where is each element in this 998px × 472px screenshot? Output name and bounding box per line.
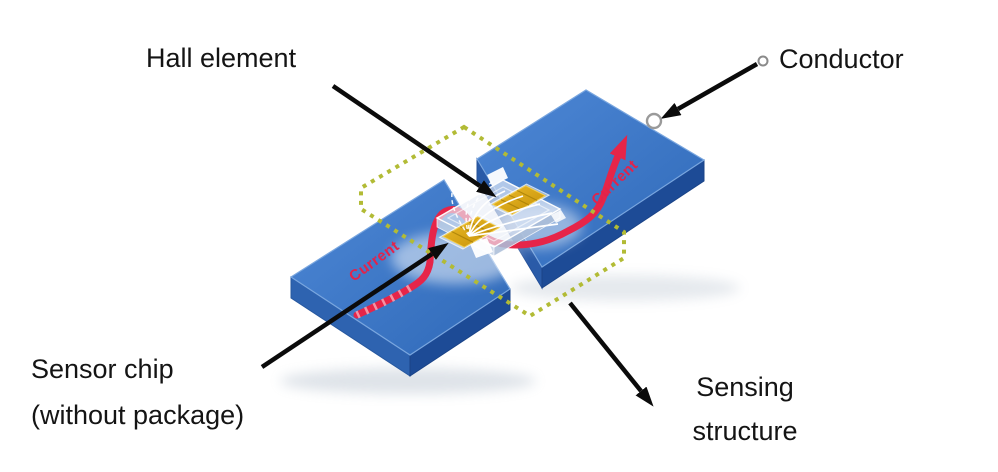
sensor-chip-label: Sensor chip (without package) — [31, 346, 244, 438]
hall-element-arrow — [331, 84, 497, 198]
sensing-structure-arrow — [568, 301, 654, 407]
annotation-arrows — [260, 62, 759, 407]
conductor-callout-dot — [757, 55, 769, 67]
left-slab-shadow — [280, 368, 536, 394]
sensor-chip-arrow — [260, 242, 449, 369]
conductor-label: Conductor — [779, 44, 904, 74]
sensor-chip-label-line1: Sensor chip — [31, 354, 174, 384]
sensing-structure-label: Sensing structure — [659, 365, 831, 453]
hall-element-label: Hall element — [146, 43, 297, 73]
chip-tab-right — [551, 210, 566, 223]
sensing-structure-outline — [359, 124, 626, 319]
sensing-structure-label-line2: structure — [692, 416, 798, 446]
conductor-arrow — [660, 62, 759, 119]
sensor-chip — [435, 167, 566, 258]
sensor-chip-label-line2: (without package) — [31, 400, 245, 430]
conductor-target-dot — [645, 112, 663, 130]
hall-pad-upper — [491, 185, 547, 215]
sensing-structure-label-line1: Sensing — [696, 372, 794, 402]
chip-tab-bottom — [470, 238, 493, 258]
right-slab-shadow — [510, 275, 740, 301]
